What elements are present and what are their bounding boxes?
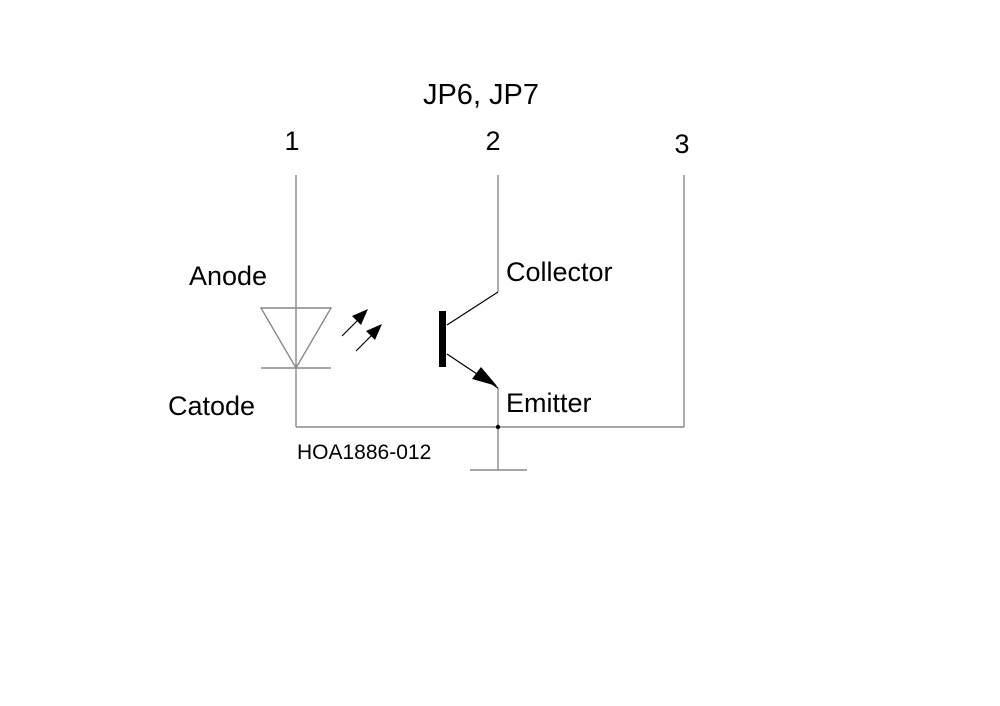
pin-2-label: 2 [485, 126, 500, 156]
connector-title: JP6, JP7 [423, 79, 539, 111]
junction-dot [495, 424, 501, 430]
part-number-label: HOA1886-012 [297, 441, 431, 464]
arrowhead-2 [366, 324, 382, 340]
led-symbol [259, 307, 382, 370]
emitter-arrow-icon [472, 367, 497, 386]
anode-label: Anode [189, 261, 267, 291]
phototransistor-symbol [439, 291, 499, 389]
diode-triangle [259, 307, 333, 370]
emitter-label: Emitter [506, 388, 592, 418]
base-bar [439, 311, 446, 367]
arrowhead-1 [352, 309, 368, 325]
collector-lead [446, 291, 499, 326]
pin-1-label: 1 [284, 126, 299, 156]
collector-label: Collector [506, 257, 613, 287]
pin-3-label: 3 [674, 129, 689, 159]
wires [295, 175, 685, 471]
cathode-label: Catode [168, 391, 255, 421]
